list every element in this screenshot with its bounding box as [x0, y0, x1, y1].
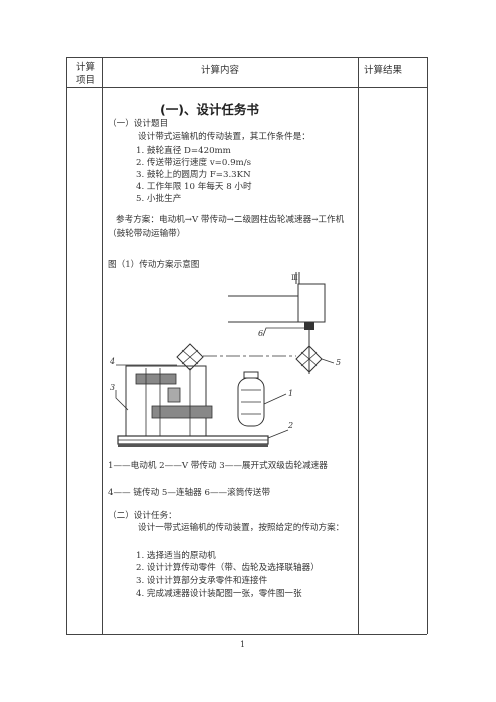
condition-item: 4. 工作年限 10 年每天 8 小时 — [136, 182, 252, 192]
condition-item: 5. 小批生产 — [136, 194, 182, 204]
coupling-5-cross-b — [300, 351, 318, 367]
diagram-label-1: 1 — [288, 389, 293, 398]
motor-cap — [243, 371, 259, 379]
gear-lower — [151, 405, 213, 419]
diagram-label-top: Ⅲ — [291, 274, 298, 282]
figure-caption: 图（1）传动方案示意图 — [108, 260, 200, 270]
leader-5 — [321, 358, 335, 364]
subsection-design-topic: （一）设计题目 — [108, 119, 169, 129]
leader-6 — [262, 327, 308, 337]
leader-2 — [267, 429, 289, 439]
header-col1-line2: 项目 — [76, 75, 96, 86]
diagram-label-2: 2 — [287, 421, 293, 430]
condition-item: 3. 鼓轮上的圆周力 F=3.3KN — [136, 170, 251, 180]
coupling-4-cross-b — [181, 349, 199, 365]
table-border-right — [427, 57, 428, 634]
section-title: (一)、设计任务书 — [160, 102, 259, 117]
diagram-label-6: 6 — [258, 329, 263, 338]
leader-1 — [263, 393, 287, 405]
task-item: 4. 完成减速器设计装配图一张，零件图一张 — [136, 589, 302, 599]
condition-item: 1. 鼓轮直径 D=420mm — [136, 146, 231, 156]
motor-body — [297, 283, 326, 323]
task-item: 1. 选择适当的原动机 — [136, 551, 216, 561]
subsection-design-task: （二）设计任务： — [108, 511, 177, 521]
header-item-col: 计算 项目 — [76, 61, 95, 87]
table-border-top — [66, 57, 427, 58]
v-belt-base — [118, 444, 268, 447]
diagram-label-3: 3 — [110, 383, 115, 392]
diagram-legend-1: 1——电动机 2——V 带传动 3——展开式双级齿轮减速器 — [108, 461, 328, 471]
table-header-divider — [66, 87, 427, 88]
reference-scheme: 参考方案：电动机→V 带传动→二级圆柱齿轮减速器→工作机（鼓轮带动运输带） — [108, 215, 345, 239]
coupling-block — [304, 322, 314, 330]
table-border-bottom — [66, 634, 427, 635]
gear-middle — [167, 387, 181, 403]
header-content-col: 计算内容 — [201, 65, 240, 76]
diagram-label-4: 4 — [109, 357, 115, 366]
condition-item: 2. 传送带运行速度 v=0.9m/s — [136, 158, 251, 168]
conditions-intro: 设计带式运输机的传动装置，其工作条件是： — [138, 132, 310, 142]
page-number: 1 — [240, 640, 246, 649]
header-col1-line1: 计算 — [76, 62, 96, 73]
table-border-left — [66, 57, 67, 634]
task-item: 2. 设计计算传动零件（带、齿轮及选择联轴器） — [136, 563, 319, 573]
task-item: 3. 设计计算部分支承零件和连接件 — [136, 576, 268, 586]
table-divider-col2 — [358, 57, 359, 634]
coupling-5-diamond — [295, 345, 323, 373]
header-result-col: 计算结果 — [364, 65, 403, 76]
diagram-label-5: 5 — [336, 358, 341, 367]
table-divider-col1 — [102, 57, 103, 634]
task-intro: 设计一带式运输机的传动装置，按照给定的传动方案： — [138, 523, 345, 533]
leader-3 — [115, 390, 129, 411]
gear-upper — [135, 373, 177, 385]
transmission-diagram: Ⅲ 6 5 4 3 — [109, 272, 341, 447]
diagram-legend-2: 4—— 链传动 5—连轴器 6——滚筒传送带 — [108, 488, 271, 498]
